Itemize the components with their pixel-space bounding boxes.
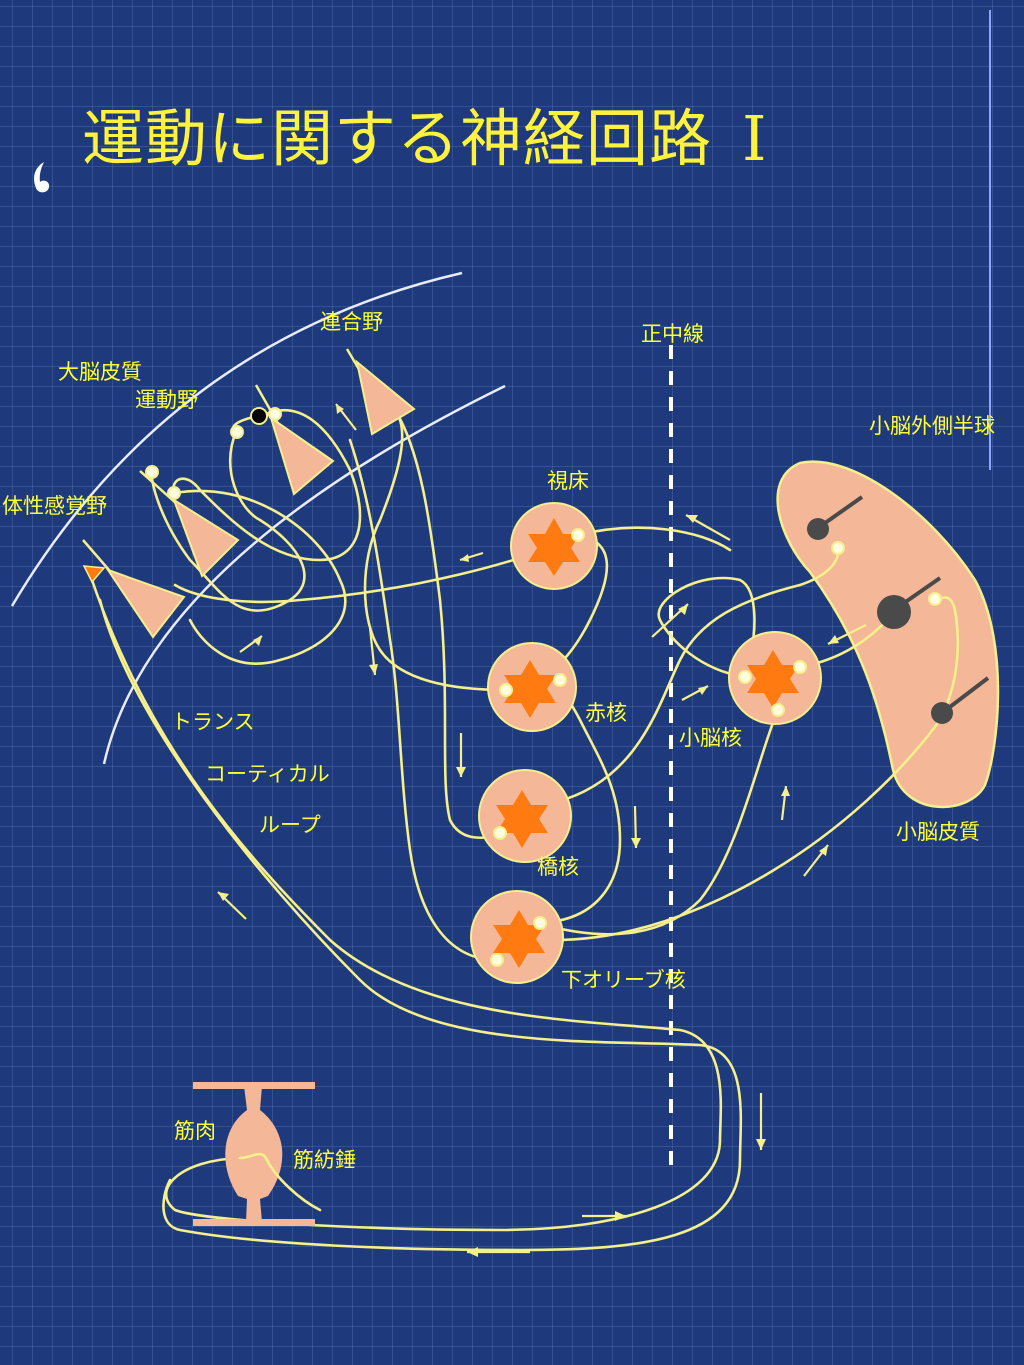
arrow-icon xyxy=(685,514,731,541)
arrow-icon xyxy=(335,403,357,431)
page-title: 運動に関する神経回路 I xyxy=(82,88,768,178)
sensory-neuron-lower xyxy=(105,568,186,639)
motor-neuron xyxy=(269,415,335,496)
arrow-icon xyxy=(780,785,790,821)
label-cerebral-cortex: 大脳皮質 xyxy=(58,360,142,384)
arrow-icon xyxy=(239,635,263,653)
label-transcortical-2: コーティカル xyxy=(205,762,330,786)
label-transcortical-1: トランス xyxy=(171,710,255,734)
nuclei xyxy=(470,502,822,984)
thalamus-nucleus xyxy=(510,502,598,590)
arrow-icon xyxy=(582,1211,626,1221)
cortical-neurons xyxy=(82,348,416,639)
sensory-neuron-upper xyxy=(172,497,240,578)
label-transcortical-3: ループ xyxy=(259,813,321,837)
title-text: 運動に関する神経回路 xyxy=(82,102,713,175)
label-inferior-olive: 下オリーブ核 xyxy=(561,968,686,992)
association-neuron xyxy=(355,359,416,436)
label-cerebellar-nucleus: 小脳核 xyxy=(679,726,742,750)
cortex-inner-boundary xyxy=(102,384,506,765)
inferior-olive-node xyxy=(470,890,564,984)
synapse-terminals xyxy=(145,407,282,500)
title-numeral: I xyxy=(742,102,768,175)
receptor-terminal xyxy=(82,565,106,584)
direction-arrows xyxy=(217,403,867,1257)
arrow-icon xyxy=(803,844,829,877)
arrow-icon xyxy=(459,551,484,562)
red-nucleus-node xyxy=(487,642,577,732)
arrow-icon xyxy=(217,891,247,920)
cerebellar-hemisphere-shape xyxy=(776,460,1000,809)
arrow-icon xyxy=(467,1247,530,1257)
label-muscle: 筋肉 xyxy=(174,1119,216,1143)
label-pontine-nucleus: 橋核 xyxy=(537,855,579,879)
label-somatosensory-area: 体性感覚野 xyxy=(2,494,107,518)
label-muscle-spindle: 筋紡錘 xyxy=(293,1148,356,1172)
cerebellar-cells xyxy=(807,495,990,724)
arrow-icon xyxy=(681,685,709,701)
arrow-icon xyxy=(651,603,689,638)
cortex-outer-boundary xyxy=(10,271,463,607)
label-red-nucleus: 赤核 xyxy=(585,701,627,725)
label-motor-area: 運動野 xyxy=(135,388,198,412)
pontine-nucleus-node xyxy=(478,769,572,863)
arrow-icon xyxy=(368,627,378,676)
muscle-figure xyxy=(193,1082,322,1226)
cerebellar-nucleus-node xyxy=(728,631,822,725)
arrow-icon xyxy=(827,624,867,645)
label-association-area: 連合野 xyxy=(320,310,383,334)
bullet-icon xyxy=(34,162,50,193)
label-midline: 正中線 xyxy=(641,322,704,346)
label-cerebellar-cortex: 小脳皮質 xyxy=(896,820,980,844)
label-cerebellar-hemisphere: 小脳外側半球 xyxy=(869,414,995,438)
label-thalamus: 視床 xyxy=(547,469,589,493)
arrow-icon xyxy=(756,1093,766,1150)
motor-synapse-dark xyxy=(250,407,268,425)
arrow-icon xyxy=(631,805,641,849)
arrow-icon xyxy=(456,733,466,777)
